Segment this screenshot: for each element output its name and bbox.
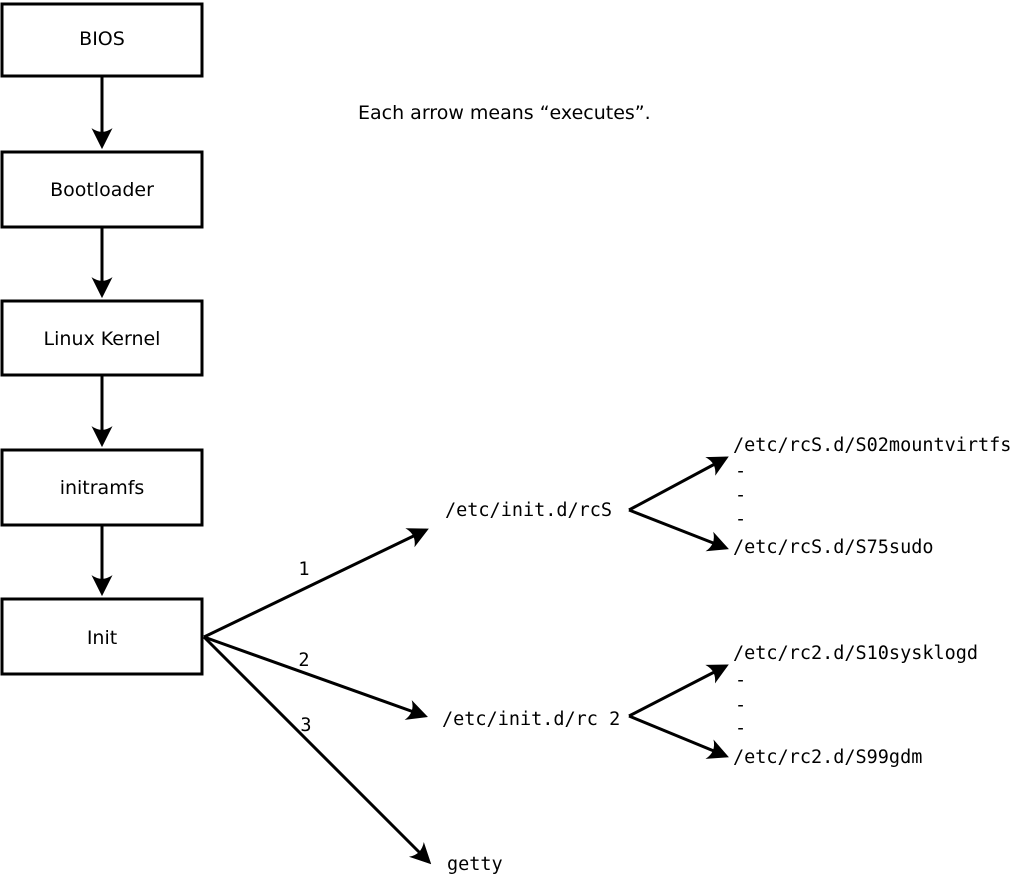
rc2-child-ellipsis-2: - bbox=[735, 695, 746, 716]
bootloader-label: Bootloader bbox=[50, 179, 154, 201]
branch-order-1: 1 bbox=[298, 559, 309, 580]
linux-kernel-box bbox=[0, 299, 204, 377]
rcs-child-s75sudo: /etc/rcS.d/S75sudo bbox=[733, 537, 933, 558]
arrow-rcs-to-s02mountvirtfs bbox=[628, 456, 729, 512]
branch-order-2: 2 bbox=[298, 650, 309, 671]
boot-flow-column: BIOS Bootloader Linux Kernel initramfs I… bbox=[0, 2, 204, 676]
rcs-child-ellipsis-1: - bbox=[735, 461, 746, 482]
init-label: Init bbox=[87, 627, 117, 649]
bios-box bbox=[0, 2, 204, 78]
rcs-child-ellipsis-2: - bbox=[735, 485, 746, 506]
getty-target-label: getty bbox=[447, 854, 503, 875]
rc2-target-label: /etc/init.d/rc 2 bbox=[442, 709, 620, 730]
init-box bbox=[0, 597, 204, 676]
bios-label: BIOS bbox=[79, 28, 125, 50]
initramfs-label: initramfs bbox=[60, 477, 145, 499]
rc2-child-ellipsis-3: - bbox=[735, 718, 746, 739]
rc2-child-ellipsis-1: - bbox=[735, 670, 746, 691]
initramfs-box bbox=[0, 448, 204, 527]
arrow-init-to-rcs bbox=[203, 528, 429, 639]
legend-note: Each arrow means “executes”. bbox=[358, 102, 651, 124]
arrow-init-to-rc2 bbox=[203, 635, 428, 720]
rcs-child-ellipsis-3: - bbox=[735, 509, 746, 530]
arrow-rcs-to-s75sudo bbox=[628, 508, 729, 552]
bootloader-box bbox=[0, 150, 204, 229]
arrow-rc2-to-s99gdm bbox=[628, 714, 729, 759]
branch-rc2: 2 /etc/init.d/rc 2 /etc/rc2.d/S10sysklog… bbox=[203, 635, 978, 768]
rc2-child-s99gdm: /etc/rc2.d/S99gdm bbox=[733, 747, 922, 768]
branch-getty: 3 getty bbox=[202, 635, 503, 875]
arrow-rc2-to-s10sysklogd bbox=[628, 664, 729, 718]
rcs-child-s02mountvirtfs: /etc/rcS.d/S02mountvirtfs bbox=[733, 435, 1011, 456]
rcs-target-label: /etc/init.d/rcS bbox=[445, 500, 612, 521]
branch-rcs: 1 /etc/init.d/rcS /etc/rcS.d/S02mountvir… bbox=[203, 435, 1011, 639]
rc2-child-s10sysklogd: /etc/rc2.d/S10sysklogd bbox=[733, 643, 978, 664]
arrow-init-to-getty bbox=[202, 635, 432, 865]
branch-order-3: 3 bbox=[300, 715, 311, 736]
linux-kernel-label: Linux Kernel bbox=[44, 328, 161, 350]
